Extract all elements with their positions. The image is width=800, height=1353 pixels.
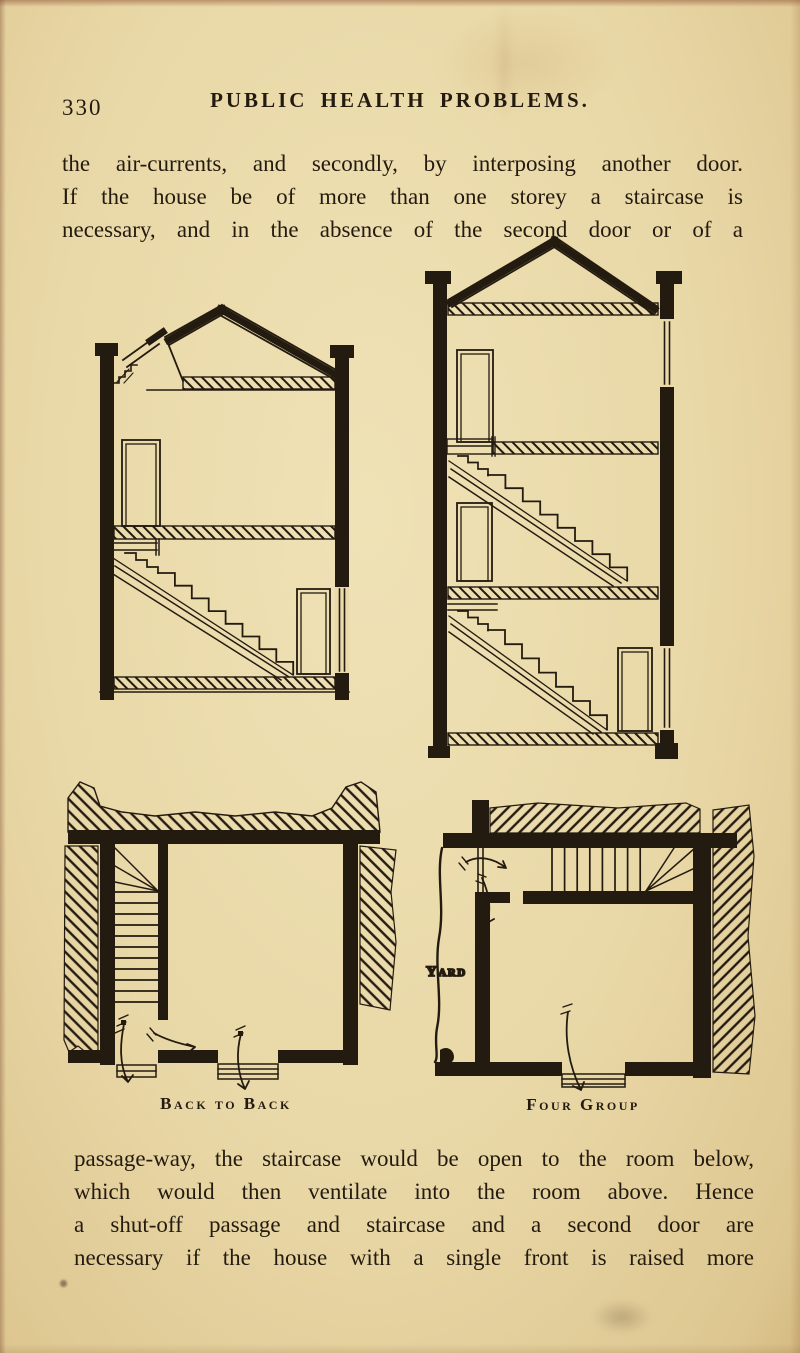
figure-plan-four-group: Yard bbox=[425, 800, 756, 1091]
right-wall bbox=[655, 271, 682, 759]
figure-section-three-storey-house bbox=[425, 235, 682, 759]
paragraph-line: which would then ventilate into the room… bbox=[74, 1179, 754, 1204]
entrance-door-leaf bbox=[477, 847, 484, 893]
lower-staircase bbox=[447, 610, 608, 736]
adjoining-house-hatching bbox=[63, 781, 397, 1055]
door-swing-arrow bbox=[146, 1027, 196, 1053]
door-swing-arrow bbox=[114, 1014, 134, 1083]
entrance-step-front bbox=[217, 1063, 279, 1080]
page-edge-shadow-right bbox=[790, 0, 800, 1353]
left-wall bbox=[95, 343, 118, 700]
upper-staircase bbox=[447, 455, 629, 588]
middle-floor-door bbox=[456, 502, 493, 582]
ground-staircase-window bbox=[660, 646, 674, 730]
upper-staircase-window bbox=[660, 319, 674, 387]
page-edge-shadow-left bbox=[0, 0, 6, 1353]
figure-section-two-storey-house bbox=[95, 303, 354, 700]
upper-floor-slab bbox=[113, 525, 336, 540]
staircase-treads bbox=[551, 847, 642, 892]
page-edge-shadow-top bbox=[0, 0, 800, 7]
upper-floor-slab bbox=[446, 436, 659, 457]
party-wall bbox=[68, 830, 380, 844]
page-number: 330 bbox=[62, 95, 103, 120]
paragraph-line: passage-way, the staircase would be open… bbox=[74, 1146, 754, 1171]
middle-floor-slab bbox=[447, 586, 659, 611]
running-head-title: PUBLIC HEALTH PROBLEMS. bbox=[210, 88, 590, 112]
stair-landing bbox=[113, 538, 160, 556]
skylight bbox=[112, 327, 185, 384]
paragraph-line: necessary, and in the absence of the sec… bbox=[62, 217, 743, 242]
door-swing-arrow bbox=[233, 1025, 250, 1090]
staircase-winders bbox=[644, 846, 697, 893]
pitched-roof bbox=[445, 235, 661, 316]
bottom-paragraph: passage-way, the staircase would be open… bbox=[74, 1142, 754, 1274]
house-walls bbox=[68, 830, 358, 1065]
entrance-step-front bbox=[561, 1073, 626, 1088]
ground-floor-door bbox=[617, 647, 653, 732]
wall-corner-blob bbox=[440, 1047, 454, 1065]
door-swing-arrow bbox=[475, 873, 495, 924]
upper-floor-door bbox=[456, 349, 494, 443]
door-swing-arrow bbox=[560, 1003, 585, 1091]
yard-boundary bbox=[433, 846, 444, 1064]
attic-floor bbox=[146, 376, 343, 391]
left-wall bbox=[425, 271, 451, 758]
paragraph-line: a shut-off passage and staircase and a s… bbox=[74, 1212, 754, 1237]
yard-label: Yard bbox=[426, 964, 467, 980]
ground-floor-door bbox=[296, 588, 331, 675]
door-swing-arrow bbox=[458, 856, 507, 871]
figure-caption-four-group: Four Group bbox=[526, 1095, 640, 1114]
staircase bbox=[111, 552, 295, 682]
top-paragraph: the air-currents, and secondly, by inter… bbox=[62, 147, 743, 246]
staircase-treads bbox=[114, 891, 159, 1003]
figure-plan-back-to-back bbox=[63, 781, 397, 1090]
paper-stain bbox=[60, 1280, 67, 1287]
house-walls bbox=[435, 800, 737, 1078]
paragraph-line: the air-currents, and secondly, by inter… bbox=[62, 151, 743, 176]
paragraph-line: necessary if the house with a single fro… bbox=[74, 1245, 754, 1270]
pitched-roof bbox=[162, 303, 348, 385]
paragraph-line: If the house be of more than one storey … bbox=[62, 184, 743, 209]
paper-stain bbox=[592, 1300, 652, 1334]
figure-caption-back-to-back: Back to Back bbox=[160, 1094, 292, 1113]
ground-floor-slab bbox=[99, 676, 350, 693]
attic-floor bbox=[447, 302, 659, 316]
staircase-winders bbox=[113, 846, 160, 893]
adjoining-house-hatching bbox=[489, 802, 756, 1075]
staircase-window bbox=[335, 587, 349, 673]
page-edge-shadow-bottom bbox=[0, 1344, 800, 1353]
upper-floor-door bbox=[121, 439, 161, 527]
ground-floor-slab bbox=[447, 732, 659, 746]
